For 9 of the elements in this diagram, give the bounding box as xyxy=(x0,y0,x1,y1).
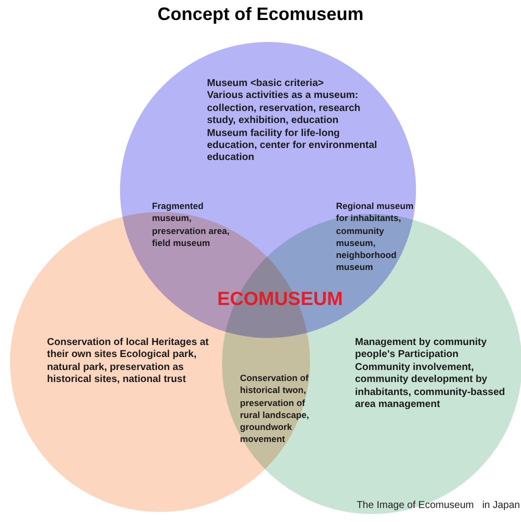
overlap-label: Fragmented museum, preservation area, field museum xyxy=(152,200,231,250)
overlap-label: Regional museum for inhabitants, community museum, neighborhood museum xyxy=(336,200,415,274)
circle-text: Management by community people's Participation Community involvement, community development by inhabitants, community-bassed area management xyxy=(355,337,506,412)
circle-text: Conservation of local Heritages at their own sites Ecological park, natural park, preservation as historical sites, national trust xyxy=(47,337,210,387)
center-label: ECOMUSEUM xyxy=(216,288,344,312)
caption: The Image of Ecomuseum in Japan xyxy=(356,500,520,511)
overlap-label: Conservation of historical twon, preservation of rural landscape, groundwork movement xyxy=(240,372,310,446)
title: Concept of Ecomuseum xyxy=(156,4,365,25)
circle-text: Museum <basic criteria> Various activities as a museum: collection, reservation, research study, exhibition, education Museum facility for life-long education, center for environmental education xyxy=(207,78,378,165)
